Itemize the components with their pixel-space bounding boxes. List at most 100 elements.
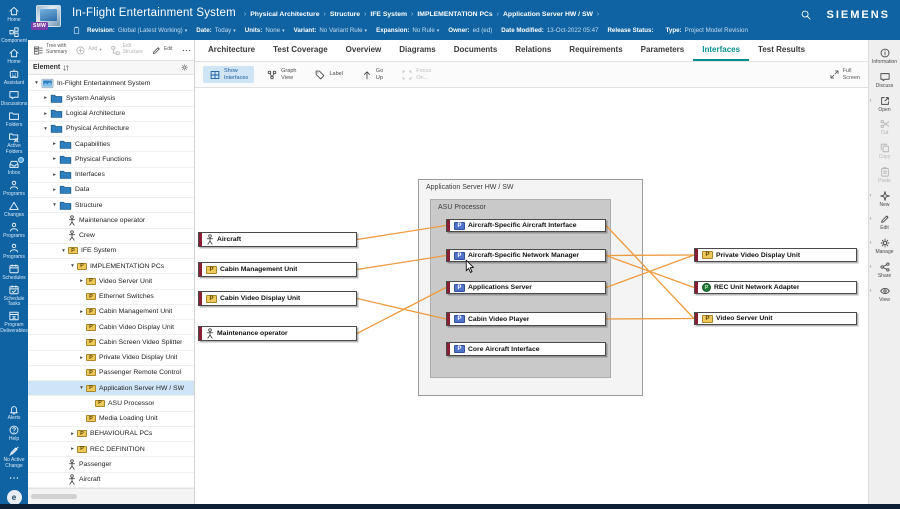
tab-documents[interactable]: Documents bbox=[453, 45, 498, 54]
gear-icon[interactable] bbox=[180, 63, 189, 72]
rail-item-no-active-change[interactable]: No Active Change bbox=[0, 445, 28, 469]
tree-row-logical-architecture[interactable]: ▸Logical Architecture bbox=[28, 107, 194, 122]
rail-item-component[interactable]: Component bbox=[0, 26, 28, 45]
expand-toggle[interactable]: ▸ bbox=[80, 354, 83, 361]
tree-row-interfaces[interactable]: ▸Interfaces bbox=[28, 168, 194, 183]
tree-row-in-flight-entertainment-system[interactable]: ▾In-Flight Entertainment System bbox=[28, 76, 194, 92]
right-rail-new-button[interactable]: ‹New bbox=[869, 190, 900, 208]
rail-item-home[interactable]: Home bbox=[0, 47, 28, 66]
rail-item-assistant[interactable]: Assistant bbox=[0, 68, 28, 87]
collapse-toggle[interactable]: ▾ bbox=[80, 385, 83, 392]
user-avatar[interactable]: e bbox=[6, 490, 22, 505]
toolbar-label-button[interactable]: Label bbox=[308, 67, 348, 83]
breadcrumb-item-structure[interactable]: Structure bbox=[329, 11, 361, 18]
rail-item-inbox[interactable]: Inbox bbox=[0, 156, 28, 177]
breadcrumb-item-ife-system[interactable]: IFE System bbox=[370, 11, 408, 18]
collapse-toggle[interactable]: ▾ bbox=[44, 125, 47, 132]
meta-value[interactable]: No Variant Rule bbox=[319, 27, 363, 34]
rail-item-help[interactable]: Help bbox=[0, 424, 28, 443]
expand-toggle[interactable]: ▸ bbox=[71, 446, 74, 453]
right-rail-manage-button[interactable]: ‹Manage bbox=[869, 237, 900, 255]
meta-value[interactable]: Today bbox=[214, 27, 232, 34]
expand-toggle[interactable]: ▸ bbox=[71, 430, 74, 437]
collapse-toggle[interactable]: ▾ bbox=[71, 263, 74, 270]
collapse-toggle[interactable]: ▾ bbox=[53, 202, 56, 209]
rail-item-schedule-tasks[interactable]: Schedule Tasks bbox=[0, 284, 28, 308]
tree-row-crew[interactable]: Crew bbox=[28, 229, 194, 244]
tab-architecture[interactable]: Architecture bbox=[208, 45, 256, 54]
tree-row-aircraft[interactable]: Aircraft bbox=[28, 473, 194, 488]
rail-item-programs[interactable]: Programs bbox=[0, 221, 28, 240]
right-rail-view-button[interactable]: ‹View bbox=[869, 285, 900, 303]
search-button[interactable] bbox=[800, 9, 812, 21]
expand-toggle[interactable]: ▸ bbox=[53, 156, 56, 163]
rail-item-alerts[interactable]: Alerts bbox=[0, 403, 28, 422]
tree-row-passenger[interactable]: Passenger bbox=[28, 457, 194, 473]
diagram-node-maintenance-operator[interactable]: Maintenance operator bbox=[198, 326, 357, 341]
right-rail-discuss-button[interactable]: Discuss bbox=[869, 71, 900, 89]
tab-parameters[interactable]: Parameters bbox=[640, 45, 685, 54]
rail-item-folders[interactable]: Folders bbox=[0, 110, 28, 129]
tree-row-structure[interactable]: ▾Structure bbox=[28, 198, 194, 214]
expand-toggle[interactable]: ▸ bbox=[44, 95, 47, 102]
collapse-toggle[interactable]: ▾ bbox=[35, 80, 38, 87]
rail-item-schedules[interactable]: Schedules bbox=[0, 263, 28, 282]
tree-row-physical-architecture[interactable]: ▾Physical Architecture bbox=[28, 122, 194, 137]
breadcrumb-item-physical-architecture[interactable]: Physical Architecture bbox=[250, 11, 320, 18]
tree-row-system-analysis[interactable]: ▸System Analysis bbox=[28, 91, 194, 107]
meta-value[interactable]: No Rule bbox=[412, 27, 435, 34]
collapse-toggle[interactable]: ▾ bbox=[62, 247, 65, 254]
tree-horizontal-scrollbar[interactable] bbox=[28, 488, 194, 504]
tree-row-maintenance-operator[interactable]: Maintenance operator bbox=[28, 213, 194, 229]
tree-toolbar-add-button[interactable]: Add▾ bbox=[75, 45, 102, 56]
diagram-node-aircraft[interactable]: Aircraft bbox=[198, 232, 357, 247]
expand-toggle[interactable]: ▸ bbox=[44, 110, 47, 117]
sort-icon[interactable] bbox=[62, 64, 70, 72]
rail-item-program-deliverables[interactable]: Program Deliverables bbox=[0, 310, 28, 334]
tab-test-coverage[interactable]: Test Coverage bbox=[273, 45, 328, 54]
tree-toolbar-edit-button[interactable]: Edit bbox=[151, 45, 173, 56]
rail-item-programs[interactable]: Programs bbox=[0, 179, 28, 198]
right-rail-open-button[interactable]: ‹Open bbox=[869, 95, 900, 113]
expand-toggle[interactable]: ▸ bbox=[53, 141, 56, 148]
rail-item-item[interactable] bbox=[0, 472, 28, 485]
rail-item-discussions[interactable]: Discussions bbox=[0, 89, 28, 108]
right-rail-information-button[interactable]: Information bbox=[869, 47, 900, 65]
tab-diagrams[interactable]: Diagrams bbox=[399, 45, 436, 54]
right-rail-edit-button[interactable]: ‹Edit bbox=[869, 213, 900, 231]
tab-relations[interactable]: Relations bbox=[515, 45, 552, 54]
rail-item-programs[interactable]: Programs bbox=[0, 242, 28, 261]
tree-row-data[interactable]: ▸Data bbox=[28, 183, 194, 198]
tree-toolbar-more-button[interactable] bbox=[181, 45, 192, 56]
breadcrumb-item-implementation-pcs[interactable]: IMPLEMENTATION PCs bbox=[417, 11, 493, 18]
rail-item-home[interactable]: Home bbox=[0, 5, 28, 24]
tab-interfaces[interactable]: Interfaces bbox=[693, 40, 750, 61]
breadcrumb-item-application-server-hw-sw[interactable]: Application Server HW / SW bbox=[503, 11, 593, 18]
